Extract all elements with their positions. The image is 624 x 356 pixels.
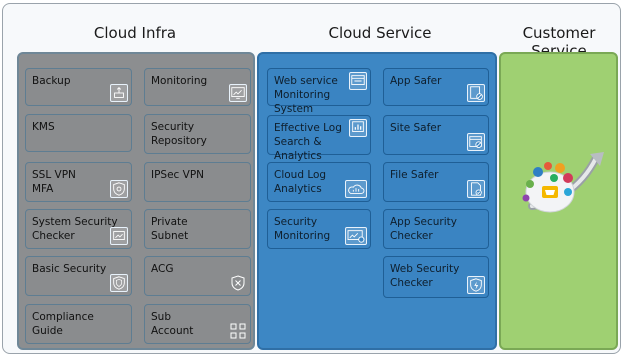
box-label: Site Safer bbox=[390, 122, 442, 134]
box-label: Sub Account bbox=[151, 311, 194, 337]
box-label: Basic Security bbox=[32, 263, 107, 275]
shield-x-icon bbox=[229, 274, 247, 292]
svc-box-app-safer: App Safer bbox=[383, 68, 489, 106]
cloud-chart-icon bbox=[345, 180, 367, 198]
box-label: File Safer bbox=[390, 169, 439, 181]
box-label: Compliance Guide bbox=[32, 311, 94, 337]
infra-box-security-repository: Security Repository bbox=[144, 114, 251, 154]
org-chart-icon bbox=[229, 322, 247, 340]
infra-box-basic-security: Basic Security bbox=[25, 256, 132, 296]
svc-box-web-security-checker: Web Security Checker bbox=[383, 256, 489, 298]
box-label: App Security Checker bbox=[390, 216, 457, 242]
svc-box-cloud-log-analytics: Cloud Log Analytics bbox=[267, 162, 371, 202]
monitor-gear-icon bbox=[345, 227, 367, 245]
box-label: Web service Monitoring System bbox=[274, 75, 338, 115]
svc-box-effective-log-search: Effective Log Search & Analytics bbox=[267, 115, 371, 162]
box-label: ACG bbox=[151, 263, 174, 275]
shield-gear-icon bbox=[110, 180, 128, 198]
service-title: Cloud Service bbox=[328, 24, 432, 42]
box-label: IPSec VPN bbox=[151, 169, 205, 181]
box-label: Web Security Checker bbox=[390, 263, 460, 289]
svc-box-web-service-monitoring: Web service Monitoring System bbox=[267, 68, 371, 115]
svc-box-security-monitoring: Security Monitoring bbox=[267, 209, 371, 249]
monitor-window-icon bbox=[349, 72, 367, 90]
cloud-service-panel: Web service Monitoring System Effective … bbox=[257, 52, 497, 350]
cloud-infra-panel: Backup KMS SSL VPN MFA System Security C… bbox=[17, 52, 255, 350]
infra-title: Cloud Infra bbox=[93, 24, 177, 42]
box-label: Security Repository bbox=[151, 121, 207, 147]
box-label: Private Subnet bbox=[151, 216, 189, 242]
shield-icon bbox=[110, 274, 128, 292]
box-label: App Safer bbox=[390, 75, 442, 87]
infra-box-acg: ACG bbox=[144, 256, 251, 296]
svc-box-app-security-checker: App Security Checker bbox=[383, 209, 489, 249]
infra-box-ipsec-vpn: IPSec VPN bbox=[144, 162, 251, 202]
infra-box-backup: Backup bbox=[25, 68, 132, 106]
box-label: Backup bbox=[32, 75, 71, 87]
monitor-chart-icon bbox=[229, 84, 247, 102]
box-label: Cloud Log Analytics bbox=[274, 169, 327, 195]
infra-box-ssl-vpn: SSL VPN MFA bbox=[25, 162, 132, 202]
box-label: Security Monitoring bbox=[274, 216, 331, 242]
infra-box-kms: KMS bbox=[25, 114, 132, 152]
svc-box-site-safer: Site Safer bbox=[383, 115, 489, 155]
box-label: SSL VPN MFA bbox=[32, 169, 76, 195]
box-label: KMS bbox=[32, 121, 55, 133]
log-chart-icon bbox=[349, 119, 367, 137]
box-label: Monitoring bbox=[151, 75, 208, 87]
backup-icon bbox=[110, 84, 128, 102]
infra-box-private-subnet: Private Subnet bbox=[144, 209, 251, 249]
box-label: System Security Checker bbox=[32, 216, 118, 242]
app-icons-illustration bbox=[522, 152, 604, 213]
chart-check-icon bbox=[110, 227, 128, 245]
box-label: Effective Log Search & Analytics bbox=[274, 122, 342, 162]
window-block-icon bbox=[467, 133, 485, 151]
infra-box-system-security-checker: System Security Checker bbox=[25, 209, 132, 249]
svc-box-file-safer: File Safer bbox=[383, 162, 489, 202]
infra-box-monitoring: Monitoring bbox=[144, 68, 251, 106]
file-check-icon bbox=[467, 180, 485, 198]
shield-bolt-icon bbox=[467, 276, 485, 294]
infra-box-compliance-guide: Compliance Guide bbox=[25, 304, 132, 344]
doc-block-icon bbox=[467, 84, 485, 102]
infra-box-sub-account: Sub Account bbox=[144, 304, 251, 344]
